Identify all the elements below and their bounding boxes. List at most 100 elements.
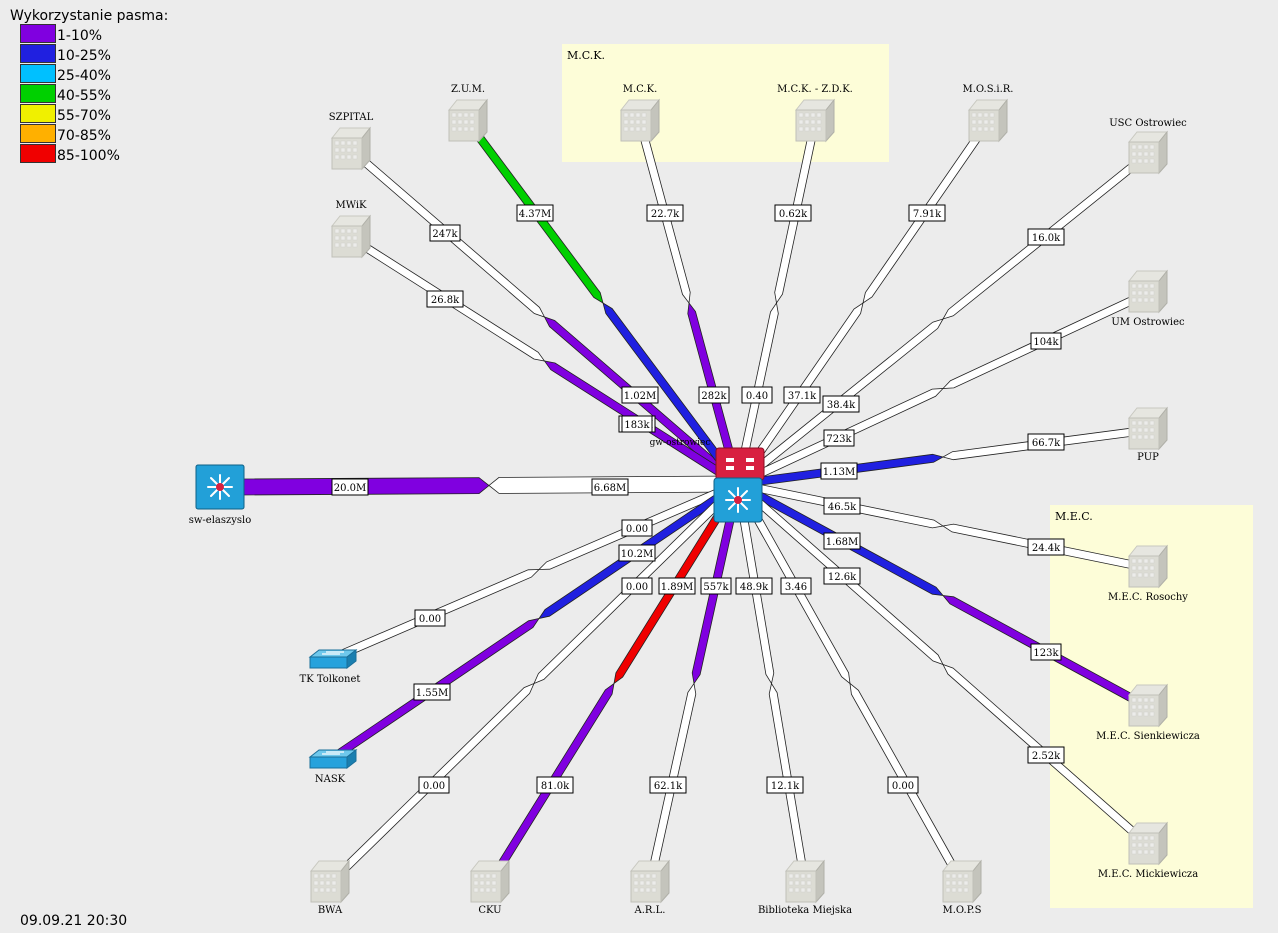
legend-label: 85-100%: [57, 148, 120, 164]
link-cku[interactable]: [486, 481, 742, 886]
bandwidth-label-box: [621, 577, 653, 595]
bandwidth-label-box: [1027, 746, 1065, 764]
bandwidth-label: 66.7k: [1027, 433, 1065, 451]
building-icon: [942, 860, 982, 903]
node-mops[interactable]: M.O.P.S: [942, 860, 982, 916]
legend-label: 10-25%: [57, 48, 111, 64]
node-tk[interactable]: TK Tolkonet: [300, 649, 361, 685]
l2-switch-icon: [309, 649, 357, 669]
timestamp: 09.09.21 20:30: [20, 913, 128, 929]
legend-label: 55-70%: [57, 108, 111, 124]
node-cku[interactable]: CKU: [470, 860, 510, 916]
node-label: Biblioteka Miejska: [758, 905, 852, 916]
bandwidth-value: 16.0k: [1032, 233, 1061, 244]
bandwidth-label-box: [331, 478, 369, 496]
node-mec-mick[interactable]: M.E.C. Mickiewicza: [1098, 822, 1198, 880]
node-nask[interactable]: NASK: [309, 749, 357, 785]
link-zum[interactable]: [464, 119, 742, 487]
bandwidth-value: 81.0k: [541, 781, 570, 792]
node-mck-zdk[interactable]: M.C.K. - Z.D.K.: [777, 84, 853, 142]
bandwidth-label: 7.91k: [908, 204, 946, 222]
node-label: A.R.L.: [634, 905, 666, 916]
bandwidth-value: 247k: [432, 229, 458, 240]
legend-item: 1-10%: [20, 24, 168, 44]
center-device[interactable]: gw-ostrowiec: [650, 438, 765, 523]
building-icon: [620, 99, 660, 142]
node-arl[interactable]: A.R.L.: [630, 860, 670, 916]
bandwidth-label-box: [820, 462, 858, 480]
bandwidth-label: 557k: [700, 577, 732, 595]
link-szpital[interactable]: [347, 146, 742, 488]
router-port: [746, 466, 754, 470]
bandwidth-label: 0.00: [887, 776, 919, 794]
bandwidth-label: 0.00: [414, 609, 446, 627]
bandwidth-value: 557k: [703, 582, 729, 593]
bandwidth-label: 0.40: [741, 386, 773, 404]
bandwidth-label-box: [621, 386, 659, 404]
bandwidth-value: 48.9k: [740, 582, 769, 593]
bandwidth-label-box: [516, 204, 554, 222]
bandwidth-value: 0.00: [626, 582, 648, 593]
node-label: CKU: [478, 905, 501, 916]
link-nask[interactable]: [337, 480, 741, 757]
group-label: M.E.C.: [1055, 510, 1093, 523]
link-tk[interactable]: [337, 479, 741, 660]
node-zum[interactable]: Z.U.M.: [448, 84, 488, 142]
bandwidth-value: 26.8k: [431, 295, 460, 306]
bandwidth-value: 0.00: [626, 524, 648, 535]
node-pup[interactable]: PUP: [1128, 407, 1168, 463]
legend-swatch: [20, 104, 56, 123]
node-label: M.C.K.: [623, 84, 658, 95]
node-usc[interactable]: USC Ostrowiec: [1109, 118, 1187, 174]
bandwidth-label-box: [413, 683, 451, 701]
bandwidth-value: 46.5k: [828, 502, 857, 513]
bandwidth-value: 7.91k: [913, 209, 942, 220]
node-szpital[interactable]: SZPITAL: [329, 112, 374, 170]
switch-core-dot: [734, 496, 742, 504]
bandwidth-label: 3.46: [780, 577, 812, 595]
group-box: [562, 44, 889, 162]
node-bwa[interactable]: BWA: [310, 860, 350, 916]
legend-label: 70-85%: [57, 128, 111, 144]
bandwidth-label-box: [1027, 538, 1065, 556]
legend-swatch: [20, 64, 56, 83]
node-mec-rosochy[interactable]: M.E.C. Rosochy: [1108, 545, 1188, 603]
bandwidth-label: 1.55M: [413, 683, 451, 701]
node-label: M.O.P.S: [943, 905, 982, 916]
building-icon: [331, 127, 371, 170]
l2-switch-icon: [309, 749, 357, 769]
link-arl[interactable]: [645, 482, 743, 885]
node-label: M.E.C. Rosochy: [1108, 592, 1188, 603]
building-icon: [968, 99, 1008, 142]
bandwidth-label-box: [1027, 228, 1065, 246]
bandwidth-label-box: [774, 204, 812, 222]
link-sw-elaszyslo[interactable]: [239, 475, 739, 496]
building-icon: [1128, 684, 1168, 727]
node-um[interactable]: UM Ostrowiec: [1111, 270, 1185, 328]
bandwidth-value: 20.0M: [334, 483, 367, 494]
link-bwa[interactable]: [326, 480, 742, 887]
node-mwik[interactable]: MWiK: [331, 200, 371, 258]
bandwidth-label: 12.1k: [766, 776, 804, 794]
node-bib[interactable]: Biblioteka Miejska: [758, 860, 852, 916]
link-mosir[interactable]: [734, 119, 992, 487]
bandwidth-label: 723k: [823, 429, 855, 447]
node-mck[interactable]: M.C.K.: [620, 84, 660, 142]
node-mosir[interactable]: M.O.S.i.R.: [963, 84, 1014, 142]
bandwidth-label-box: [621, 415, 653, 433]
bandwidth-label-box: [414, 609, 446, 627]
bandwidth-label: 104k: [1030, 332, 1062, 350]
legend-swatch: [20, 44, 56, 63]
building-icon: [630, 860, 670, 903]
bandwidth-label-box: [618, 544, 656, 562]
bandwidth-label-box: [823, 497, 861, 515]
bandwidth-value: 0.00: [892, 781, 914, 792]
node-mec-sienk[interactable]: M.E.C. Sienkiewicza: [1096, 684, 1200, 742]
bandwidth-label-box: [783, 386, 821, 404]
bandwidth-label-box: [658, 577, 696, 595]
bandwidth-value: 4.37M: [519, 209, 552, 220]
legend-item: 40-55%: [20, 84, 168, 104]
node-sw-elaszyslo[interactable]: sw-elaszyslo: [189, 464, 252, 526]
bandwidth-label: 0.62k: [774, 204, 812, 222]
router-box[interactable]: [715, 447, 765, 481]
